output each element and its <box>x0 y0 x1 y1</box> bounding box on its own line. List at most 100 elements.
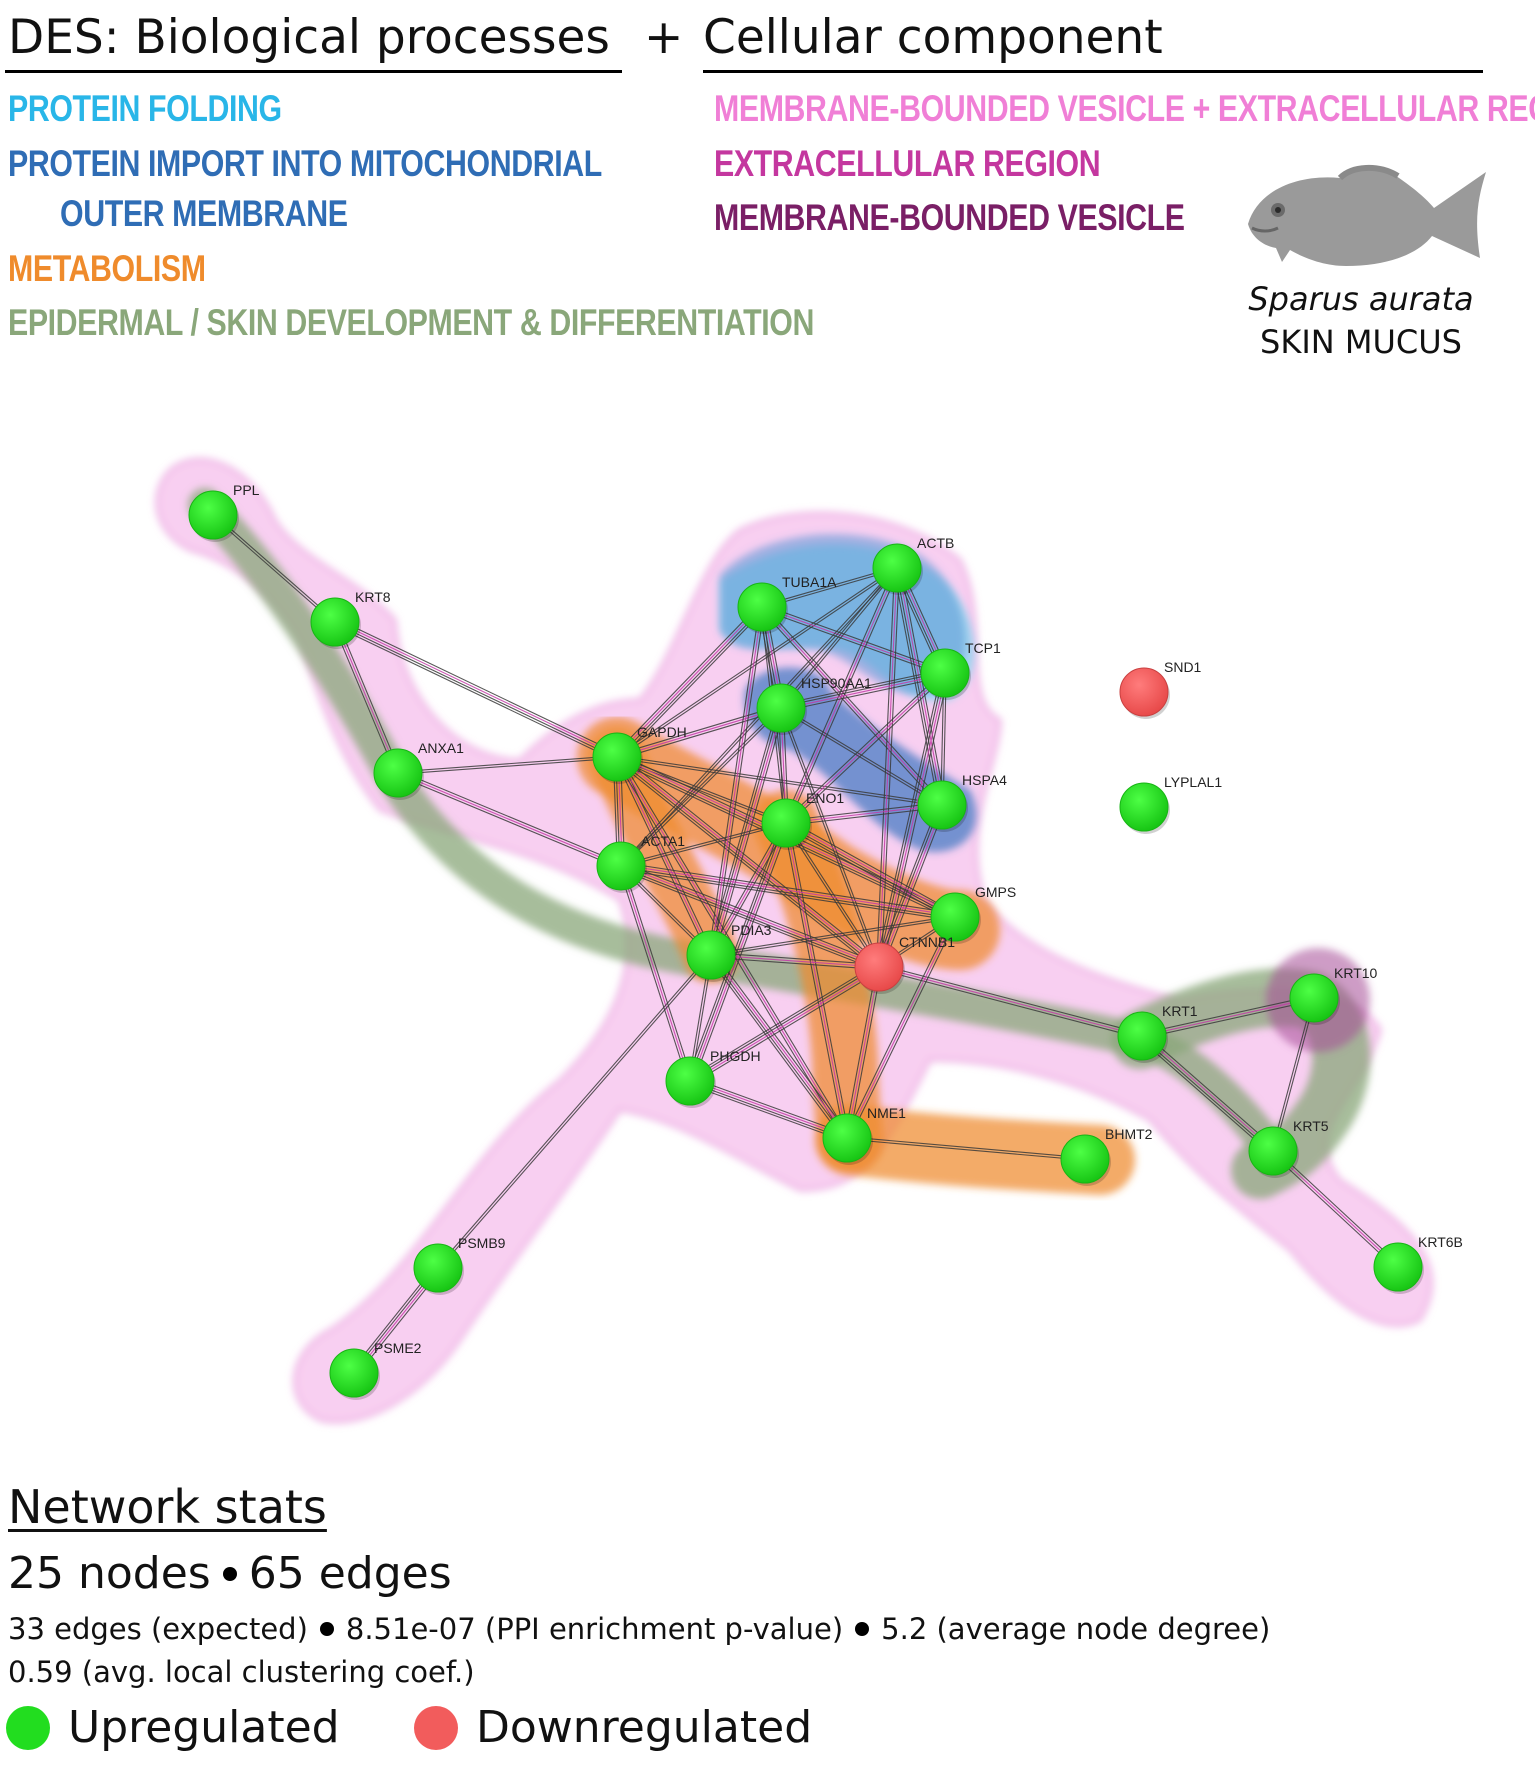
node-ctnnb1[interactable]: CTNNB1 <box>854 934 955 994</box>
edge-ACTA1-PHGDH <box>618 865 693 1082</box>
node-circle[interactable] <box>665 1056 715 1106</box>
edge-PDIA3-NME1 <box>707 952 851 1141</box>
node-circle[interactable] <box>310 597 360 647</box>
node-circle[interactable] <box>596 841 646 891</box>
node-circle[interactable] <box>917 780 967 830</box>
edge-ACTB-CTNNB1 <box>876 567 900 968</box>
edge-ACTA1-GMPS <box>620 861 956 922</box>
category-metabolism: METABOLISM <box>8 248 206 289</box>
edge-TUBA1A-HSPA4 <box>759 605 945 807</box>
node-circle[interactable] <box>1248 1126 1298 1176</box>
node-bhmt2[interactable]: BHMT2 <box>1060 1126 1153 1186</box>
edge-GAPDH-TUBA1A <box>614 604 765 760</box>
node-krt5[interactable]: KRT5 <box>1248 1118 1329 1178</box>
node-hspa4[interactable]: HSPA4 <box>917 772 1007 832</box>
node-ppl[interactable]: PPL <box>188 482 260 542</box>
node-circle[interactable] <box>686 930 736 980</box>
node-circle[interactable] <box>1119 667 1169 717</box>
species-latin-name: Sparus aurata <box>1248 280 1474 318</box>
node-psmb9[interactable]: PSMB9 <box>413 1235 506 1295</box>
edge-ACTA1-CTNNB1 <box>619 862 881 971</box>
category-extracellular: EXTRACELLULAR REGION <box>714 143 1101 184</box>
node-phgdh[interactable]: PHGDH <box>665 1048 761 1108</box>
header-left-rule <box>5 70 622 73</box>
node-circle[interactable] <box>872 543 922 593</box>
node-gmps[interactable]: GMPS <box>930 884 1016 944</box>
node-pdia3[interactable]: PDIA3 <box>686 922 772 982</box>
node-krt6b[interactable]: KRT6B <box>1373 1234 1463 1294</box>
node-krt10[interactable]: KRT10 <box>1289 965 1378 1025</box>
category-vesicle: MEMBRANE-BOUNDED VESICLE <box>714 197 1185 238</box>
edge-GAPDH-HSP90AA1 <box>616 705 782 760</box>
edge-PDIA3-GMPS <box>710 915 956 957</box>
node-circle[interactable] <box>329 1348 379 1398</box>
node-circle[interactable] <box>188 490 238 540</box>
edge-HSPA4-CTNNB1 <box>875 803 946 969</box>
node-circle[interactable] <box>1117 1011 1167 1061</box>
stats-nodes: 25 nodes <box>8 1548 211 1599</box>
bullet-separator <box>855 1622 870 1636</box>
node-circle[interactable] <box>756 683 806 733</box>
edge-ENO1-NME1 <box>783 822 850 1139</box>
edge-ANXA1-GAPDH <box>397 755 618 775</box>
edge-HSPA4-ENO1 <box>785 802 943 826</box>
node-circle[interactable] <box>1373 1242 1423 1292</box>
node-label: ACTA1 <box>641 833 685 849</box>
node-circle[interactable] <box>413 1243 463 1293</box>
node-label: BHMT2 <box>1105 1126 1153 1142</box>
edge-PSMB9-PDIA3 <box>436 953 713 1270</box>
category-protein-import-line2: OUTER MEMBRANE <box>60 193 348 234</box>
node-krt1[interactable]: KRT1 <box>1117 1003 1198 1063</box>
edge-ANXA1-ACTA1 <box>396 770 623 869</box>
edge-HSP90AA1-CTNNB1 <box>779 707 881 968</box>
node-label: PDIA3 <box>731 922 772 938</box>
node-psme2[interactable]: PSME2 <box>329 1340 422 1400</box>
stats-title: Network stats <box>8 1480 327 1534</box>
edge-CTNNB1-PHGDH <box>687 963 882 1085</box>
edge-KRT5-KRT6B <box>1270 1148 1401 1270</box>
node-circle[interactable] <box>761 798 811 848</box>
node-circle[interactable] <box>920 648 970 698</box>
node-krt8[interactable]: KRT8 <box>310 589 391 649</box>
edge-CTNNB1-NME1 <box>844 966 882 1139</box>
edge-KRT1-KRT10 <box>1141 995 1315 1039</box>
node-circle[interactable] <box>737 582 787 632</box>
node-tuba1a[interactable]: TUBA1A <box>737 574 837 634</box>
node-nme1[interactable]: NME1 <box>822 1105 906 1165</box>
legend-down-label: Downregulated <box>476 1702 813 1753</box>
edge-KRT1-KRT5 <box>1139 1032 1276 1155</box>
node-acta1[interactable]: ACTA1 <box>596 833 685 893</box>
node-label: LYPLAL1 <box>1164 774 1222 790</box>
legend-up-dot <box>6 1705 50 1750</box>
node-circle[interactable] <box>822 1113 872 1163</box>
node-label: GAPDH <box>637 724 687 740</box>
node-snd1[interactable]: SND1 <box>1119 659 1202 719</box>
category-protein-import: PROTEIN IMPORT INTO MITOCHONDRIAL <box>8 143 602 184</box>
edge-PPL-KRT8 <box>211 513 337 624</box>
edge-ACTB-HSP90AA1 <box>779 566 899 710</box>
node-label: TCP1 <box>965 640 1001 656</box>
node-circle[interactable] <box>373 748 423 798</box>
edge-KRT8-GAPDH <box>333 618 619 761</box>
node-label: PSMB9 <box>458 1235 506 1251</box>
node-actb[interactable]: ACTB <box>872 535 954 595</box>
node-circle[interactable] <box>930 892 980 942</box>
node-circle[interactable] <box>854 942 904 992</box>
node-circle[interactable] <box>1060 1134 1110 1184</box>
node-eno1[interactable]: ENO1 <box>761 790 844 850</box>
edge-HSP90AA1-ACTA1 <box>619 706 783 868</box>
node-hsp90aa1[interactable]: HSP90AA1 <box>756 675 872 735</box>
edge-PDIA3-CTNNB1 <box>710 952 880 970</box>
node-label: SND1 <box>1164 659 1202 675</box>
node-circle[interactable] <box>592 732 642 782</box>
node-anxa1[interactable]: ANXA1 <box>373 740 464 800</box>
node-gapdh[interactable]: GAPDH <box>592 724 687 784</box>
node-lyplal1[interactable]: LYPLAL1 <box>1119 774 1222 834</box>
node-tcp1[interactable]: TCP1 <box>920 640 1001 700</box>
edge-ACTB-HSPA4 <box>892 567 947 806</box>
node-circle[interactable] <box>1289 973 1339 1023</box>
node-circle[interactable] <box>1119 782 1169 832</box>
category-vesicle-extracellular: MEMBRANE-BOUNDED VESICLE + EXTRACELLULAR… <box>714 88 1535 129</box>
